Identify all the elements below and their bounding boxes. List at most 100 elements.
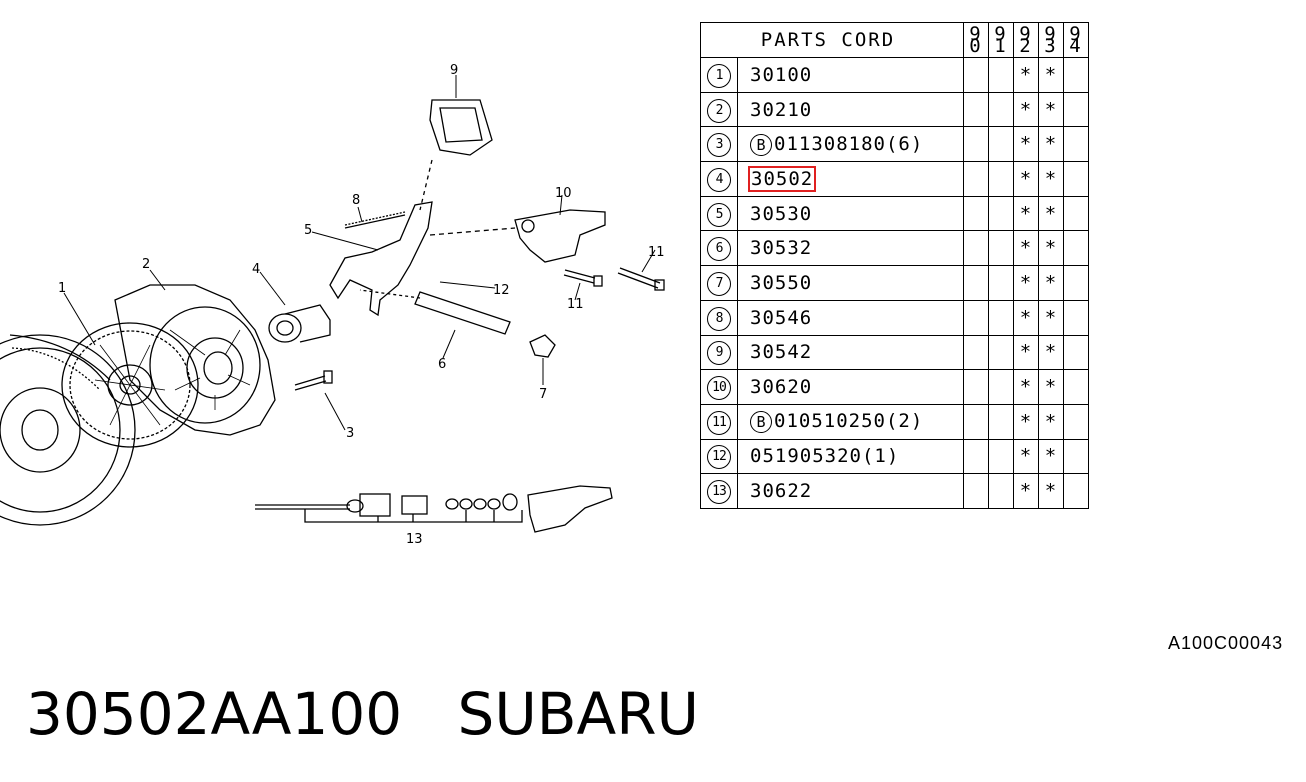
part-code: 011308180(6) <box>774 132 924 155</box>
year-mark-cell <box>988 369 1014 405</box>
callout-8: 8 <box>352 193 360 208</box>
year-mark-cell: * <box>1013 265 1039 301</box>
ref-number-cell: 8 <box>700 299 738 336</box>
callout-11a: 11 <box>648 245 665 260</box>
part-caption: 30502AA100 SUBARU <box>26 680 699 748</box>
parts-cord-header: PARTS CORD <box>700 22 964 58</box>
year-mark-cell <box>1063 403 1089 440</box>
ref-number-cell: 3 <box>700 126 738 163</box>
ref-number-cell: 7 <box>700 265 738 301</box>
pivot-shaft <box>359 289 511 335</box>
year-mark-cell <box>1063 369 1089 405</box>
year-header: 9 0 <box>963 22 989 58</box>
year-mark-cell <box>963 230 989 267</box>
bolt-symbol-icon: B <box>750 411 772 434</box>
release-bearing <box>268 304 331 343</box>
part-code-cell: 30622 <box>737 473 964 509</box>
ref-number-cell: 13 <box>700 473 738 509</box>
year-mark-cell <box>963 57 989 93</box>
ref-number-cell: 4 <box>700 161 738 197</box>
pressure-plate <box>114 284 276 436</box>
ref-number-badge: 11 <box>707 410 731 435</box>
part-code: 30546 <box>750 306 813 329</box>
callout-3: 3 <box>346 426 354 441</box>
part-code: 30100 <box>750 63 813 86</box>
year-mark-cell <box>1063 299 1089 336</box>
year-mark-cell <box>1063 126 1089 163</box>
part-code-cell: 30210 <box>737 91 964 128</box>
part-code: 30542 <box>750 341 813 364</box>
part-code: 30532 <box>750 237 813 260</box>
table-row[interactable]: 6 30532 ** <box>700 230 1089 267</box>
part-code-cell: 051905320(1) <box>737 438 964 475</box>
exploded-parts-diagram: 1 2 3 4 5 6 7 8 9 10 11 11 12 13 <box>0 63 665 547</box>
part-code-cell: 30532 <box>737 230 964 267</box>
year-mark-cell <box>1063 230 1089 267</box>
part-code-cell: 30100 <box>737 57 964 93</box>
year-mark-cell: * <box>1013 161 1039 197</box>
year-mark-cell <box>963 161 989 197</box>
year-header: 9 1 <box>988 22 1014 58</box>
part-code: 051905320(1) <box>750 445 900 468</box>
callout-12: 12 <box>493 283 510 298</box>
ref-number-badge: 2 <box>707 98 731 123</box>
part-code-highlighted[interactable]: 30502 <box>747 165 817 192</box>
year-mark-cell <box>963 403 989 440</box>
bolt-symbol-icon: B <box>750 133 772 156</box>
slave-cylinder-10 <box>429 209 606 263</box>
year-mark-cell <box>1063 334 1089 371</box>
ref-number-badge: 9 <box>707 341 731 366</box>
year-mark-cell: * <box>1038 195 1064 232</box>
year-mark-cell: * <box>1038 299 1064 336</box>
year-mark-cell <box>988 403 1014 440</box>
year-mark-cell: * <box>1038 57 1064 93</box>
ref-number-badge: 8 <box>707 306 731 331</box>
bolts-11 <box>563 267 665 291</box>
ref-number-badge: 5 <box>707 202 731 227</box>
callout-11b: 11 <box>567 297 584 312</box>
year-mark-cell: * <box>1013 230 1039 267</box>
year-mark-cell: * <box>1013 334 1039 371</box>
table-row[interactable]: 9 30542 ** <box>700 334 1089 371</box>
year-mark-cell <box>988 299 1014 336</box>
release-fork <box>329 201 433 317</box>
spring-8 <box>344 211 406 229</box>
ref-number-badge: 12 <box>707 445 731 470</box>
ref-number-badge: 3 <box>707 133 731 158</box>
year-mark-cell <box>988 161 1014 197</box>
year-mark-cell: * <box>1038 161 1064 197</box>
year-mark-cell: * <box>1038 230 1064 267</box>
ref-number-cell: 9 <box>700 334 738 371</box>
bolt-3 <box>294 370 333 391</box>
ref-number-cell: 6 <box>700 230 738 267</box>
year-mark-cell: * <box>1013 473 1039 509</box>
year-mark-cell: * <box>1038 334 1064 371</box>
year-mark-cell: * <box>1013 403 1039 440</box>
year-mark-cell <box>988 265 1014 301</box>
year-mark-cell <box>988 57 1014 93</box>
year-header: 9 2 <box>1013 22 1039 58</box>
year-mark-cell: * <box>1013 91 1039 128</box>
callout-5: 5 <box>304 223 312 238</box>
boot-9 <box>419 99 493 211</box>
table-row[interactable]: 4 30502 ** <box>700 161 1089 197</box>
ref-number-cell: 5 <box>700 195 738 232</box>
year-mark-cell: * <box>1013 438 1039 475</box>
year-header: 9 4 <box>1063 22 1089 58</box>
ref-number-badge: 10 <box>707 376 731 401</box>
year-mark-cell <box>963 195 989 232</box>
